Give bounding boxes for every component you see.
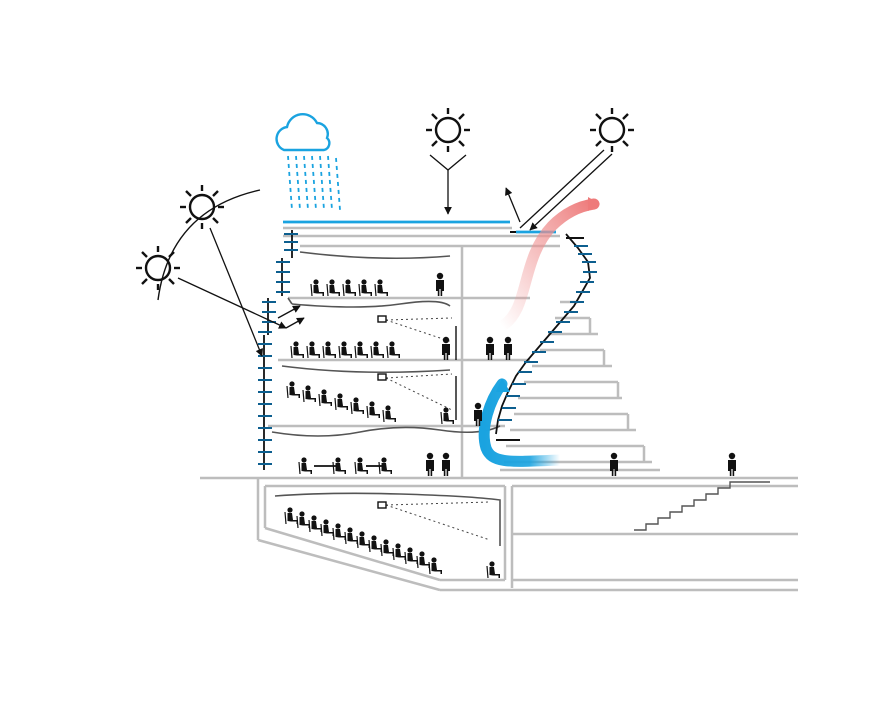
exterior-stair — [634, 481, 770, 531]
ground-floor-people — [298, 452, 736, 476]
sun-icon — [136, 246, 180, 290]
cool-air-arrow-head — [496, 378, 510, 392]
rain-cloud-icon — [275, 112, 341, 211]
building-structure — [200, 226, 798, 592]
sun-icon — [180, 185, 224, 229]
facade-right — [495, 231, 597, 441]
warm-air-flow — [496, 198, 600, 332]
sun-path-arc — [157, 189, 261, 301]
audience-floor-3 — [286, 380, 482, 426]
sun-icon — [426, 108, 470, 152]
audience-floor-1 — [310, 272, 444, 297]
facade-left-fins — [258, 233, 298, 465]
audience-floor-2 — [290, 336, 512, 360]
projection-lines — [385, 317, 491, 541]
sun-icon — [590, 108, 634, 152]
cool-air-flow — [478, 378, 566, 467]
warm-air-arrow-head — [588, 197, 600, 211]
auditorium-ceilings — [271, 251, 501, 546]
sun-rays — [177, 149, 613, 357]
projector-icon — [377, 315, 387, 509]
